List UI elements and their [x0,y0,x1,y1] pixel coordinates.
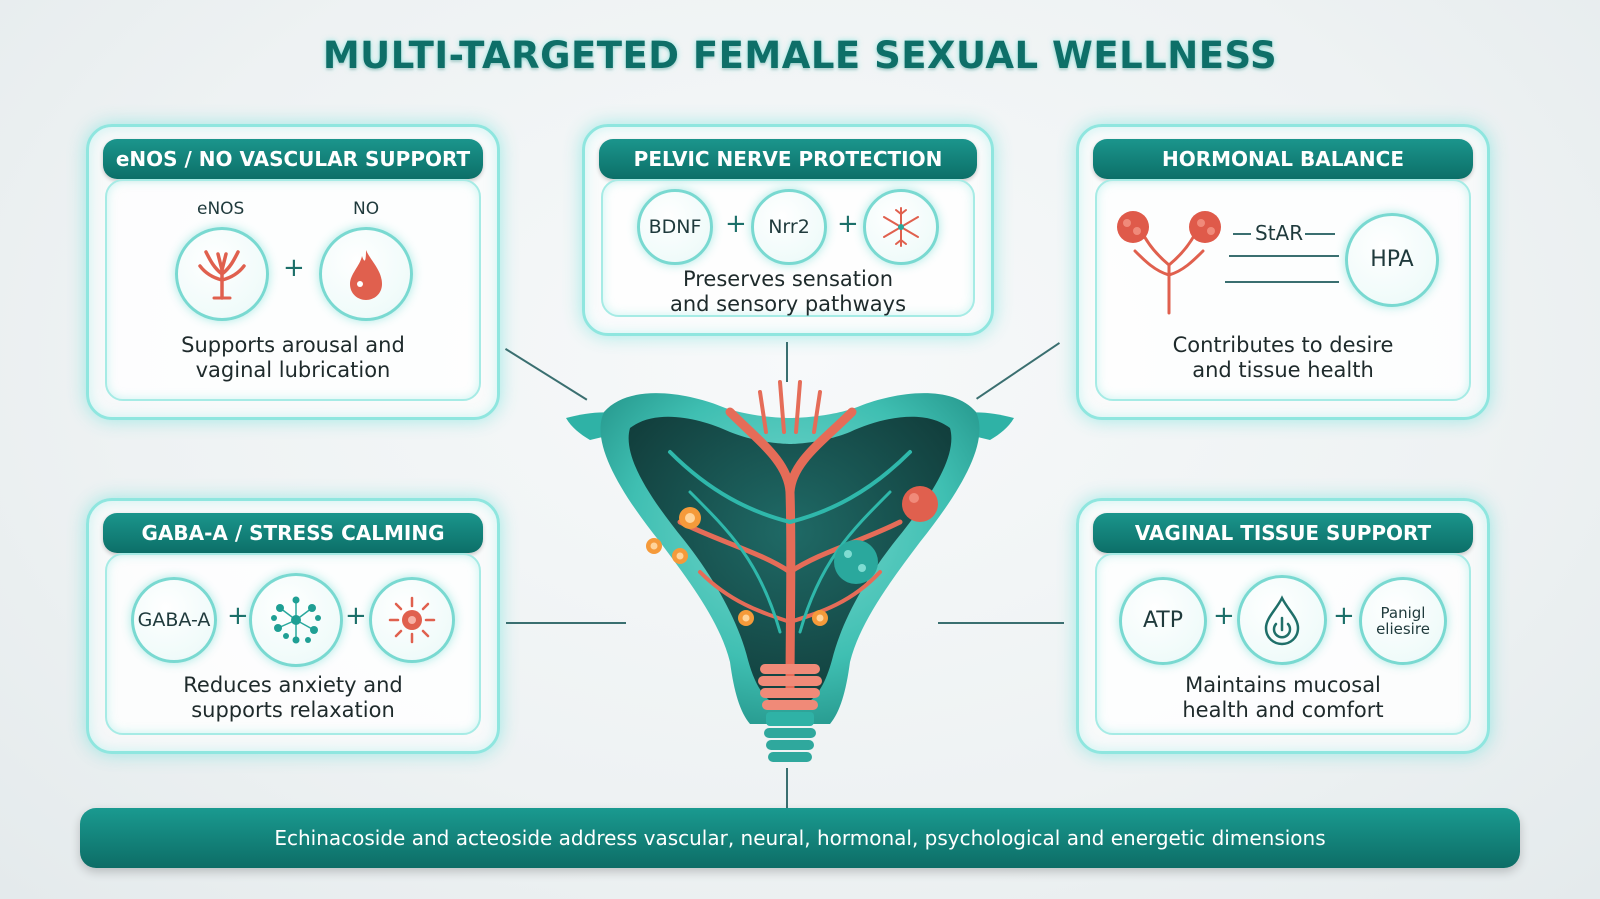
plus-sign: + [1213,601,1235,631]
label-no: NO [353,199,380,219]
uterus-illustration [560,372,1020,772]
water-drop-power-icon [1237,575,1327,665]
connector-line [1233,233,1251,235]
nrr2-circle: Nrr2 [751,189,827,265]
panel-body-vascular [105,179,481,401]
panel-pelvic-nerve: PELVIC NERVE PROTECTION BDNF + Nrr2 + Pr… [582,124,994,336]
panel-vascular-support: eNOS / NO VASCULAR SUPPORT eNOS NO + Sup… [86,124,500,420]
connector-line [1229,255,1339,257]
plus-sign: + [283,253,305,283]
panel-header-gaba: GABA-A / STRESS CALMING [103,513,483,553]
connector-line [506,622,626,624]
panel-header-vascular: eNOS / NO VASCULAR SUPPORT [103,139,483,179]
summary-banner: Echinacoside and acteoside address vascu… [80,808,1520,868]
gaba-description: Reduces anxiety and supports relaxation [183,673,403,722]
plus-sign: + [1333,601,1355,631]
connector-line [938,622,1064,624]
plus-sign: + [725,209,747,239]
panel-vaginal-tissue: VAGINAL TISSUE SUPPORT ATP + + Panigl el… [1076,498,1490,754]
panel-gaba-stress: GABA-A / STRESS CALMING GABA-A + + [86,498,500,754]
molecule-network-icon [249,573,343,667]
panel-hormonal-balance: HORMONAL BALANCE StAR HPA Contributes to… [1076,124,1490,420]
connector-line [1305,233,1335,235]
gaba-circle: GABA-A [131,577,217,663]
panel-header-tissue: VAGINAL TISSUE SUPPORT [1093,513,1473,553]
bdnf-circle: BDNF [637,189,713,265]
plus-sign: + [345,601,367,631]
connector-line [1225,281,1339,283]
plus-sign: + [837,209,859,239]
ovary-icon [1109,205,1229,315]
panel-header-nerve: PELVIC NERVE PROTECTION [599,139,977,179]
star-label: StAR [1255,221,1304,245]
snowflake-neuron-icon [863,189,939,265]
tissue-description: Maintains mucosal health and comfort [1182,673,1384,722]
page-title: MULTI-TARGETED FEMALE SEXUAL WELLNESS [322,34,1278,77]
label-enos: eNOS [197,199,245,219]
connector-line [786,768,788,808]
plus-sign: + [227,601,249,631]
vascular-description: Supports arousal and vaginal lubrication [181,333,405,382]
panigl-circle: Panigl eliesire [1359,577,1447,665]
hpa-circle: HPA [1345,213,1439,307]
hormonal-description: Contributes to desire and tissue health [1172,333,1394,382]
nerve-description: Preserves sensation and sensory pathways [669,267,907,316]
panel-header-hormonal: HORMONAL BALANCE [1093,139,1473,179]
sun-virus-icon [369,577,455,663]
atp-circle: ATP [1119,577,1207,665]
flame-drop-icon [319,227,413,321]
vascular-branch-icon [175,227,269,321]
connector-line [786,342,788,382]
